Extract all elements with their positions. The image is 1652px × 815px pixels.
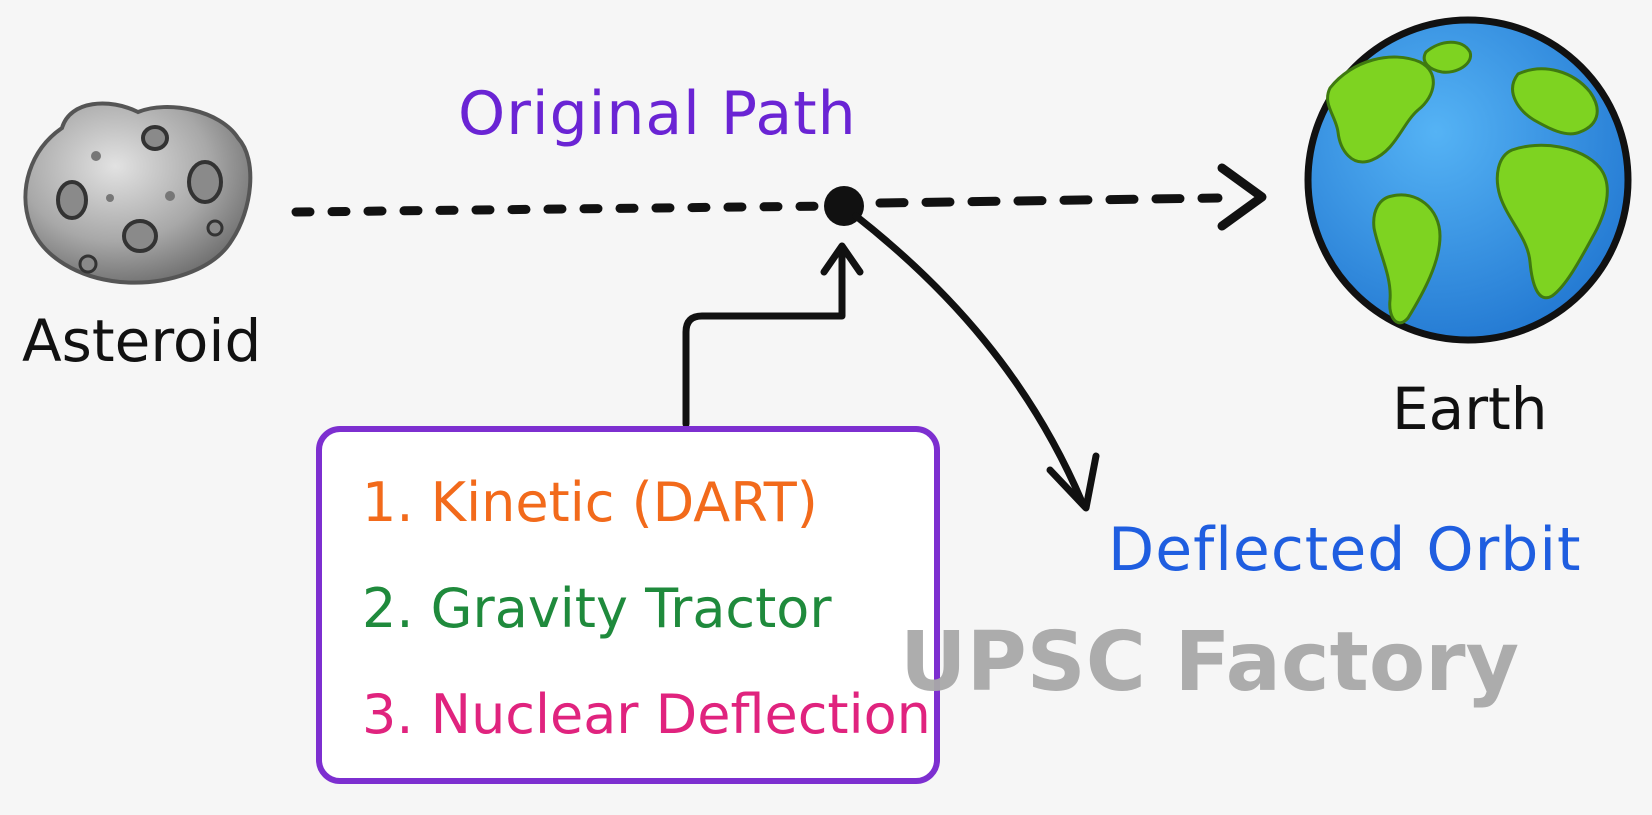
method-nuclear-deflection: 3. Nuclear Deflection [362,683,931,746]
method-gravity-tractor: 2. Gravity Tractor [362,577,832,640]
method-connector-arrowhead [820,242,864,276]
deflection-methods-box: 1. Kinetic (DART) 2. Gravity Tractor 3. … [316,426,940,784]
original-path-line [291,201,837,217]
deflected-orbit-arrowhead [1046,452,1100,512]
method-kinetic: 1. Kinetic (DART) [362,471,818,534]
earth-globe-icon [1304,16,1632,344]
deflected-orbit-arrow [852,212,1086,506]
deflected-orbit-label: Deflected Orbit [1108,515,1582,585]
asteroid-icon [23,101,253,285]
original-path-line-continued [875,193,1223,208]
path-arrowhead [1217,163,1267,231]
earth-label: Earth [1392,375,1548,443]
method-connector-arrow [682,246,846,428]
asteroid-label: Asteroid [22,307,262,375]
original-path-label: Original Path [458,79,857,149]
watermark: UPSC Factory [900,615,1520,710]
